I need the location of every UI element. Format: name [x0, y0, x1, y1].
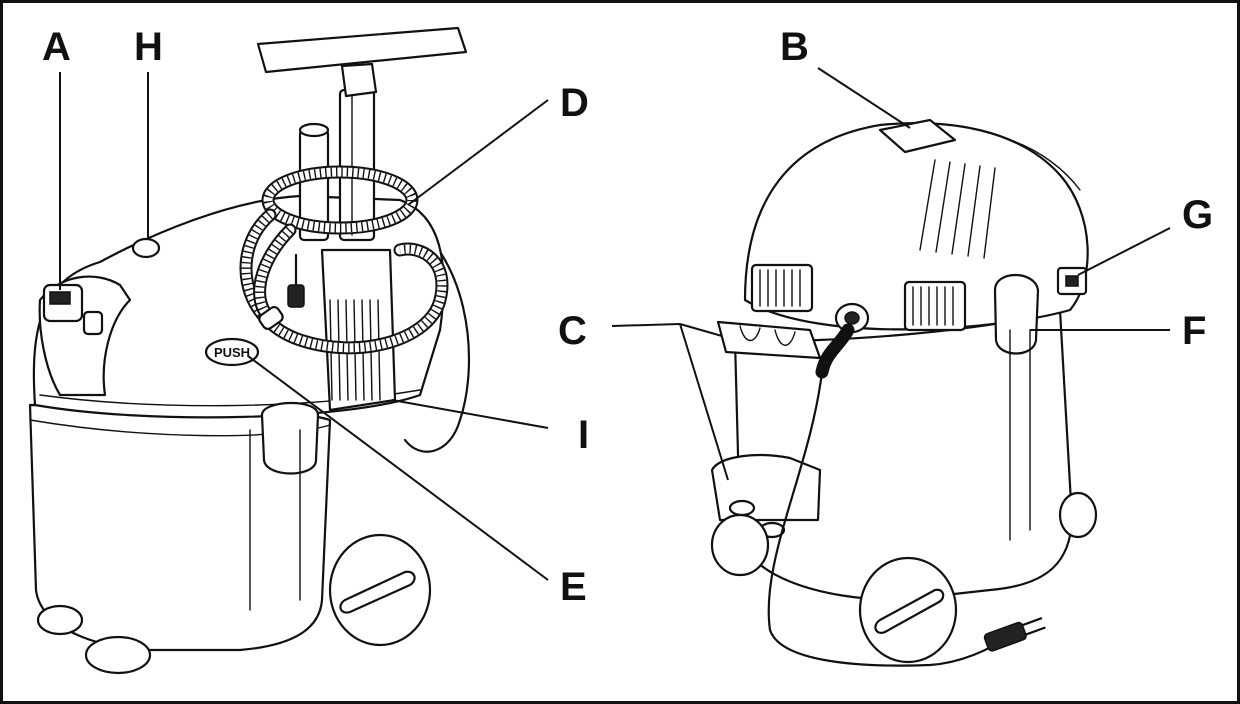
push-button-label: PUSH [214, 345, 250, 360]
side-handle [993, 274, 1040, 355]
leader-c-top [611, 323, 681, 327]
label-f: F [1182, 309, 1206, 353]
power-switch [42, 283, 104, 336]
filter-knob [131, 237, 161, 259]
label-d: D [560, 81, 589, 125]
leader-g [1077, 227, 1171, 276]
leader-c-b [679, 323, 729, 481]
accessory-tubes [298, 88, 376, 242]
leader-b [817, 67, 911, 129]
label-g: G [1182, 193, 1213, 237]
label-i: I [578, 413, 589, 457]
floor-nozzle [256, 26, 468, 98]
left-wheels [36, 533, 432, 675]
label-h: H [134, 25, 163, 69]
label-b: B [780, 25, 809, 69]
power-cord [767, 323, 1046, 667]
leader-d [407, 99, 549, 206]
left-vacuum: PUSH [28, 26, 471, 675]
right-vacuum [710, 118, 1098, 667]
vacuum-illustration: PUSH [28, 25, 1213, 675]
coiled-hose [239, 165, 449, 355]
rear-grilles [750, 263, 967, 332]
push-button: PUSH [204, 337, 260, 367]
label-e: E [560, 565, 587, 609]
label-a: A [42, 25, 71, 69]
leader-lines [59, 67, 1171, 581]
label-c: C [558, 309, 587, 353]
accessory-holder [716, 320, 822, 360]
leader-i [391, 399, 549, 429]
head-vents [919, 159, 996, 259]
right-wheels [710, 491, 1098, 664]
right-tank [733, 308, 1074, 602]
callout-labels: A H D I E B C G F [42, 25, 1213, 609]
leader-c-a [679, 323, 723, 337]
leader-e [247, 355, 549, 581]
